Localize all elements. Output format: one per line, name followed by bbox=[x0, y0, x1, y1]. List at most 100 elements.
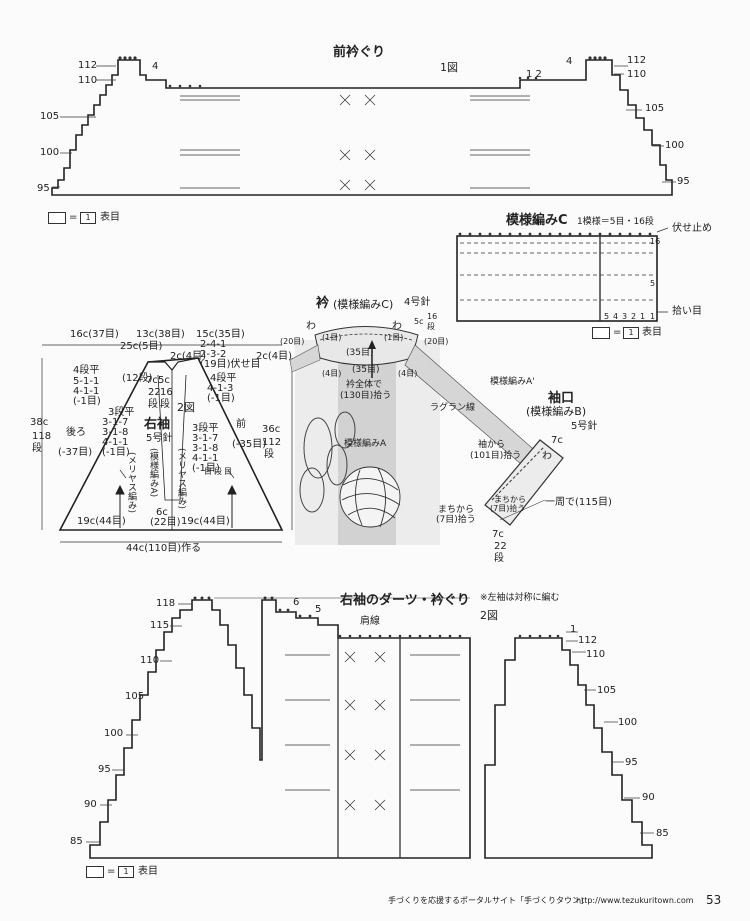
collar-c16: 16 bbox=[427, 312, 438, 321]
sleeve-c6c: 6c bbox=[156, 507, 168, 518]
sleeve-left-3: 4-1-1 bbox=[102, 437, 129, 448]
cuff-c7c-2: 7c bbox=[492, 529, 504, 540]
sleeve-c12dan: (12段) bbox=[122, 373, 153, 384]
sleeve-c118-dan: 段 bbox=[32, 443, 42, 454]
collar-title: 衿 bbox=[316, 296, 330, 311]
collar-pattern: (模様編みC) bbox=[333, 298, 394, 311]
chart2-right-row-110: 110 bbox=[586, 649, 606, 660]
chart1-bindoff-dots bbox=[118, 56, 607, 88]
collar-m4-right: (4目) bbox=[398, 369, 418, 378]
sleeve-dec-r2-2: (-1目) bbox=[207, 393, 235, 404]
chart1-right-row-95: 95 bbox=[677, 176, 690, 187]
cactus-illustration bbox=[299, 411, 356, 513]
sleeve-bottom-right-dim: 19c(44目) bbox=[181, 516, 230, 527]
chart2-grid bbox=[86, 596, 654, 859]
sleeve-dec-r2-title: 4段平 bbox=[210, 373, 237, 384]
sleeve-dec-right-2: 2-3-2 bbox=[200, 349, 227, 360]
sleeve-c22: 22 bbox=[148, 387, 161, 398]
chartC-row-1: 1 bbox=[650, 312, 656, 321]
chart2-left-outline bbox=[89, 599, 471, 859]
chart2-right-row-105: 105 bbox=[597, 685, 617, 696]
sleeve-left-minus1: (-1目) bbox=[102, 447, 130, 458]
chart2-right-row-85: 85 bbox=[656, 828, 669, 839]
sleeve-c5c: 5c bbox=[158, 375, 170, 386]
sleeve-front-label: 前 bbox=[236, 419, 246, 430]
chart2-note: ※左袖は対称に編む bbox=[480, 593, 560, 603]
chart1-right-row-112: 112 bbox=[627, 55, 647, 66]
footer-text: 手づくりを応援するポータルサイト「手づくりタウン」 bbox=[388, 896, 588, 905]
chart1-mark-12: 1 2 bbox=[526, 69, 542, 80]
chart2-right-row-112: 112 bbox=[578, 635, 598, 646]
cuff-round-count: 一周で(115目) bbox=[545, 497, 612, 508]
chartC-col-1: 1 bbox=[640, 312, 646, 321]
sleeve-right-3: 4-1-1 bbox=[192, 453, 219, 464]
chartC-legend-symbol: 1 bbox=[623, 327, 639, 339]
chart2-symbols bbox=[214, 597, 470, 858]
sleeve-dec-right-3: (19目)伏せ目 bbox=[200, 359, 261, 370]
cuff-illustration bbox=[484, 439, 564, 526]
cuff-stitch-line bbox=[491, 446, 545, 501]
chart1-legend-symbol: 1 bbox=[80, 212, 96, 224]
cuff-machi-inner-2: (7目)拾う bbox=[490, 504, 526, 513]
sleeve-c2: 2c(4目) bbox=[170, 351, 207, 362]
cuff-c7c: 7c bbox=[551, 435, 563, 446]
chart2-top-5: 5 bbox=[315, 604, 322, 615]
sleeve-row-label-2: 段 bbox=[214, 467, 222, 476]
chartC-bindoff-label: 伏せ止め bbox=[672, 223, 712, 234]
sleeve-dec-left-title: 4段平 bbox=[73, 365, 100, 376]
sleeve-left-2: 3-1-8 bbox=[102, 427, 129, 438]
chart1-grid bbox=[51, 56, 676, 196]
chart2-left-row-118: 118 bbox=[156, 598, 176, 609]
sleeve-left-title: 3段平 bbox=[108, 407, 135, 418]
cuff-needle: 5号針 bbox=[571, 421, 598, 432]
chart2-title: 右袖のダーツ・衿ぐり bbox=[340, 593, 470, 608]
sleeve-name: 右袖 bbox=[144, 417, 171, 432]
yarn-ball-illustration bbox=[339, 466, 401, 528]
footer-url[interactable]: http://www.tezukuritown.com bbox=[576, 896, 694, 905]
sleeve-c2c4: 2c(4目) bbox=[256, 351, 293, 362]
sleeve-c118: 118 bbox=[32, 431, 52, 442]
chart1-right-row-110: 110 bbox=[627, 69, 647, 80]
chart1-left-row-110: 110 bbox=[78, 75, 98, 86]
cuff-leader bbox=[499, 499, 546, 521]
sleeve-row-label-1: 目 bbox=[204, 467, 212, 476]
chartC-title: 模様編みC bbox=[506, 213, 568, 228]
chart2-left-row-90: 90 bbox=[84, 799, 97, 810]
chart2-legend-eq: = bbox=[107, 866, 116, 877]
chart2-right-outline bbox=[484, 637, 653, 859]
sleeve-dec-left-3: (-1目) bbox=[73, 396, 101, 407]
chartC-col-5: 5 bbox=[604, 312, 610, 321]
chart2-left-row-85: 85 bbox=[70, 836, 83, 847]
collar-wa-left: わ bbox=[306, 321, 316, 332]
chartC-grid bbox=[456, 227, 669, 322]
chart1-left-row-105: 105 bbox=[40, 111, 60, 122]
chart2-left-row-110: 110 bbox=[140, 655, 160, 666]
raglan-line-label: ラグラン線 bbox=[430, 403, 476, 413]
sleeve-meriyasu-right: (メリヤス編み) bbox=[176, 448, 186, 510]
sleeve-knit-arrows bbox=[115, 484, 237, 528]
chartC-legend-swatch bbox=[592, 327, 610, 339]
sleeve-right-2: 3-1-8 bbox=[192, 443, 219, 454]
sleeve-left-1: 3-1-7 bbox=[102, 417, 129, 428]
sleeve-pattern-a: (模様編みA) bbox=[148, 448, 158, 498]
sleeve-right-1: 3-1-7 bbox=[192, 433, 219, 444]
chart1-left-row-112: 112 bbox=[78, 60, 98, 71]
sleeve-back-label: 後ろ bbox=[66, 427, 86, 438]
chart1-outline bbox=[51, 59, 673, 196]
chartC-row-5: 5 bbox=[650, 279, 656, 288]
chartC-outline bbox=[456, 235, 658, 322]
cuff-machi-outer-2: (7目)拾う bbox=[436, 515, 476, 525]
chartC-legend-eq: = bbox=[613, 327, 622, 338]
chartC-col-2: 2 bbox=[631, 312, 637, 321]
collar-m1-left: (1目) bbox=[322, 333, 342, 342]
chart2-legend-swatch bbox=[86, 866, 104, 878]
chart2-right-row-95: 95 bbox=[625, 757, 638, 768]
chart1-legend-text: 表目 bbox=[100, 212, 120, 223]
sleeve-right-minus1: (-1目) bbox=[192, 463, 220, 474]
chart2-arrows bbox=[86, 603, 654, 843]
collar-pickup-arrowhead bbox=[368, 340, 376, 349]
sleeve-dimension-lines bbox=[41, 344, 293, 543]
sleeve-pattern-a-prime: 模様編みA' bbox=[490, 377, 535, 387]
chart2-top-1: 1 bbox=[570, 624, 577, 635]
collar-dan: 段 bbox=[427, 322, 435, 331]
